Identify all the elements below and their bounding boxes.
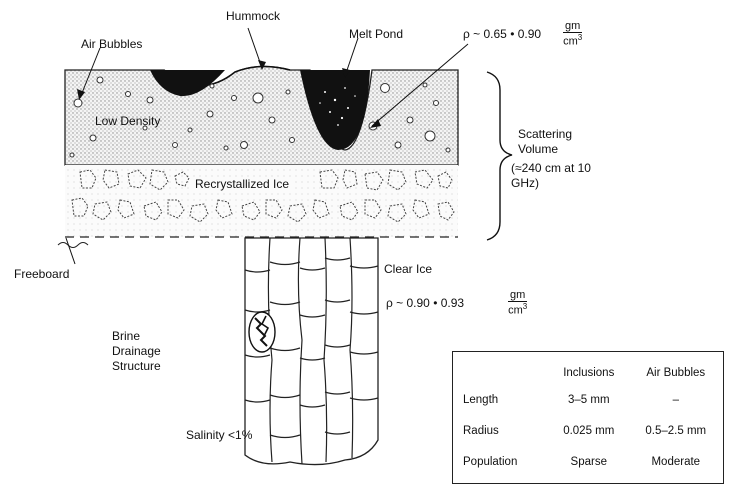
recrystallized-ice-label: Recrystallized Ice bbox=[193, 177, 291, 192]
melt-pond-label: Melt Pond bbox=[349, 27, 403, 42]
table-header-blank bbox=[453, 362, 549, 384]
density-clear-unit-den: cm bbox=[508, 305, 523, 317]
freeboard-wave bbox=[58, 243, 88, 248]
table-row: Population Sparse Moderate bbox=[453, 446, 723, 477]
row-label-population: Population bbox=[453, 446, 549, 477]
brine-pocket bbox=[249, 312, 275, 352]
clear-ice-label: Clear Ice bbox=[384, 262, 432, 277]
table-row: Length 3–5 mm – bbox=[453, 384, 723, 415]
table-header-row: Inclusions Air Bubbles bbox=[453, 362, 723, 384]
cell-population-air-bubbles: Moderate bbox=[629, 446, 723, 477]
cell-length-air-bubbles: – bbox=[629, 384, 723, 415]
air-bubbles-label: Air Bubbles bbox=[81, 37, 142, 52]
cell-radius-air-bubbles: 0.5–2.5 mm bbox=[629, 415, 723, 446]
density-top-unit: gm cm3 bbox=[563, 20, 582, 48]
density-clear-unit-num: gm bbox=[508, 289, 527, 302]
density-clear-unit: gm cm3 bbox=[508, 289, 527, 317]
density-top-unit-exp: 3 bbox=[578, 33, 582, 42]
row-label-radius: Radius bbox=[453, 415, 549, 446]
table-header-inclusions: Inclusions bbox=[549, 362, 629, 384]
scattering-brace bbox=[487, 72, 512, 240]
cell-length-inclusions: 3–5 mm bbox=[549, 384, 629, 415]
salinity-label: Salinity <1% bbox=[186, 428, 252, 443]
row-label-length: Length bbox=[453, 384, 549, 415]
density-clear-formula: ρ ~ 0.90 • 0.93 bbox=[386, 296, 464, 310]
density-clear-unit-exp: 3 bbox=[523, 302, 527, 311]
table-header-air-bubbles: Air Bubbles bbox=[629, 362, 723, 384]
scattering-volume-label: Scattering Volume bbox=[518, 127, 588, 157]
scattering-detail-label: (≈240 cm at 10 GHz) bbox=[511, 161, 601, 191]
low-density-label: Low Density bbox=[95, 114, 160, 129]
density-top-unit-den: cm bbox=[563, 36, 578, 48]
brine-drainage-label: Brine Drainage Structure bbox=[112, 329, 184, 374]
density-top-formula: ρ ~ 0.65 • 0.90 bbox=[463, 27, 541, 41]
cell-population-inclusions: Sparse bbox=[549, 446, 629, 477]
freeboard-label: Freeboard bbox=[14, 267, 69, 282]
cell-radius-inclusions: 0.025 mm bbox=[549, 415, 629, 446]
table-row: Radius 0.025 mm 0.5–2.5 mm bbox=[453, 415, 723, 446]
hummock-label: Hummock bbox=[226, 9, 280, 24]
density-top-unit-num: gm bbox=[563, 20, 582, 33]
properties-table: Inclusions Air Bubbles Length 3–5 mm – R… bbox=[452, 351, 724, 484]
